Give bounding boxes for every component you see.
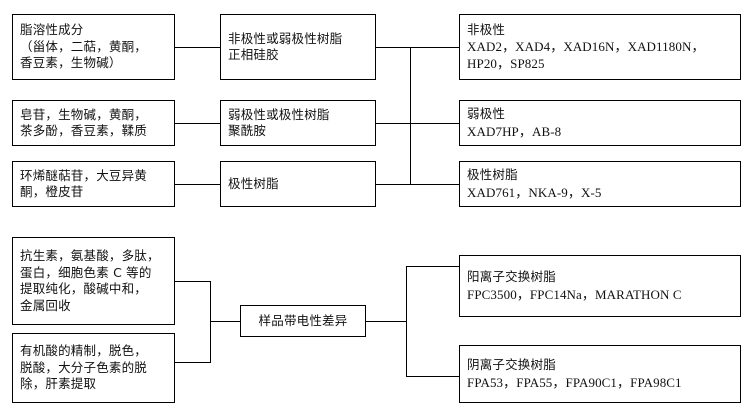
product-box-row-1[interactable]: 非极性 XAD2，XAD4，XAD16N，XAD1180N， HP20，SP82…: [459, 14, 741, 80]
resin-row1-line-2: 正相硅胶: [228, 47, 279, 62]
connector-bracket-to-product-cation: [406, 266, 459, 268]
connector-row3-resin-to-trunk: [376, 184, 411, 186]
product-row2-line-1: XAD7HP，AB-8: [467, 123, 562, 139]
sample-box-row-1[interactable]: 脂溶性成分 （甾体，二萜，黄酮， 香豆素，生物碱）: [12, 14, 175, 80]
connector-bracket-to-hub: [210, 321, 240, 323]
application1-line-3: 提取纯化，酸碱中和，: [20, 281, 148, 296]
connector-trunk-to-product2: [410, 123, 459, 125]
application-box-2[interactable]: 有机酸的精制，脱色， 脱酸，大分子色素的脱 除，肝素提取: [12, 333, 175, 403]
resin-row1-line-1: 非极性或弱极性树脂: [228, 30, 343, 46]
connector-app1-to-bracket: [175, 281, 211, 283]
connector-row2-sample-to-resin: [175, 123, 220, 125]
application2-line-2: 脱酸，大分子色素的脱: [20, 359, 148, 375]
sample-row2-line-2: 茶多酚，香豆素，鞣质: [20, 123, 148, 138]
product-box-cation-resin[interactable]: 阳离子交换树脂 FPC3500，FPC14Na，MARATHON C: [459, 255, 741, 317]
connector-bracket-to-product-anion: [406, 376, 459, 378]
application2-line-3: 除，肝素提取: [20, 376, 97, 392]
application1-line-2: 蛋白，细胞色素 C 等的: [20, 264, 152, 280]
product-row3-line-1: XAD761，NKA-9，X-5: [467, 184, 602, 200]
sample-row1-line-1: 脂溶性成分: [20, 22, 84, 38]
connector-row3-sample-to-resin: [175, 184, 220, 186]
cation-resin-heading: 阳离子交换树脂: [467, 269, 556, 285]
sample-row1-line-3: 香豆素，生物碱）: [20, 55, 122, 71]
sample-row1-line-2: （甾体，二萜，黄酮，: [20, 38, 148, 54]
product-box-anion-resin[interactable]: 阴离子交换树脂 FPA53，FPA55，FPA90C1，FPA98C1: [459, 345, 741, 403]
connector-app2-to-bracket: [175, 362, 211, 364]
hub-label: 样品带电性差异: [258, 312, 348, 328]
connector-row1-resin-to-trunk: [376, 47, 411, 49]
connector-hub-to-right-bracket: [366, 321, 407, 323]
sample-row3-line-1: 环烯醚萜苷，大豆异黄: [20, 167, 148, 183]
application1-line-1: 抗生素，氨基酸，多肽，: [20, 248, 160, 263]
sample-box-row-2[interactable]: 皂苷，生物碱，黄酮， 茶多酚，香豆素，鞣质: [12, 100, 175, 146]
connector-upper-vertical-trunk: [410, 47, 412, 185]
product-row1-heading: 非极性: [467, 21, 506, 37]
resin-row2-line-2: 聚酰胺: [228, 123, 267, 138]
cation-resin-line-1: FPC3500，FPC14Na，MARATHON C: [467, 286, 682, 302]
anion-resin-line-1: FPA53，FPA55，FPA90C1，FPA98C1: [467, 374, 682, 390]
product-box-row-3[interactable]: 极性树脂 XAD761，NKA-9，X-5: [459, 161, 741, 207]
connector-row2-resin-to-trunk: [376, 123, 411, 125]
product-row1-line-1: XAD2，XAD4，XAD16N，XAD1180N，: [467, 39, 705, 55]
application-box-1[interactable]: 抗生素，氨基酸，多肽， 蛋白，细胞色素 C 等的 提取纯化，酸碱中和， 金属回收: [12, 237, 175, 325]
connector-trunk-to-product3: [410, 184, 459, 186]
resin-type-box-row-2[interactable]: 弱极性或极性树脂 聚酰胺: [220, 100, 376, 146]
product-box-row-2[interactable]: 弱极性 XAD7HP，AB-8: [459, 100, 741, 146]
sample-row3-line-2: 酮，橙皮苷: [20, 184, 84, 199]
application1-line-4: 金属回收: [20, 297, 71, 313]
anion-resin-heading: 阴离子交换树脂: [467, 357, 556, 373]
product-row1-line-2: HP20，SP825: [467, 56, 545, 72]
product-row2-heading: 弱极性: [467, 106, 506, 122]
connector-right-bracket-vertical: [406, 266, 408, 377]
application2-line-1: 有机酸的精制，脱色，: [20, 343, 148, 359]
product-row3-heading: 极性树脂: [467, 167, 518, 183]
resin-type-box-row-3[interactable]: 极性树脂: [220, 161, 376, 207]
hub-box-charge-difference[interactable]: 样品带电性差异: [240, 305, 366, 337]
resin-row2-line-1: 弱极性或极性树脂: [228, 106, 330, 122]
resin-row3-line-1: 极性树脂: [228, 175, 279, 191]
sample-row2-line-1: 皂苷，生物碱，黄酮，: [20, 106, 148, 122]
resin-type-box-row-1[interactable]: 非极性或弱极性树脂 正相硅胶: [220, 14, 376, 80]
connector-row1-sample-to-resin: [175, 47, 220, 49]
sample-box-row-3[interactable]: 环烯醚萜苷，大豆异黄 酮，橙皮苷: [12, 161, 175, 207]
connector-trunk-to-product1: [410, 47, 459, 49]
